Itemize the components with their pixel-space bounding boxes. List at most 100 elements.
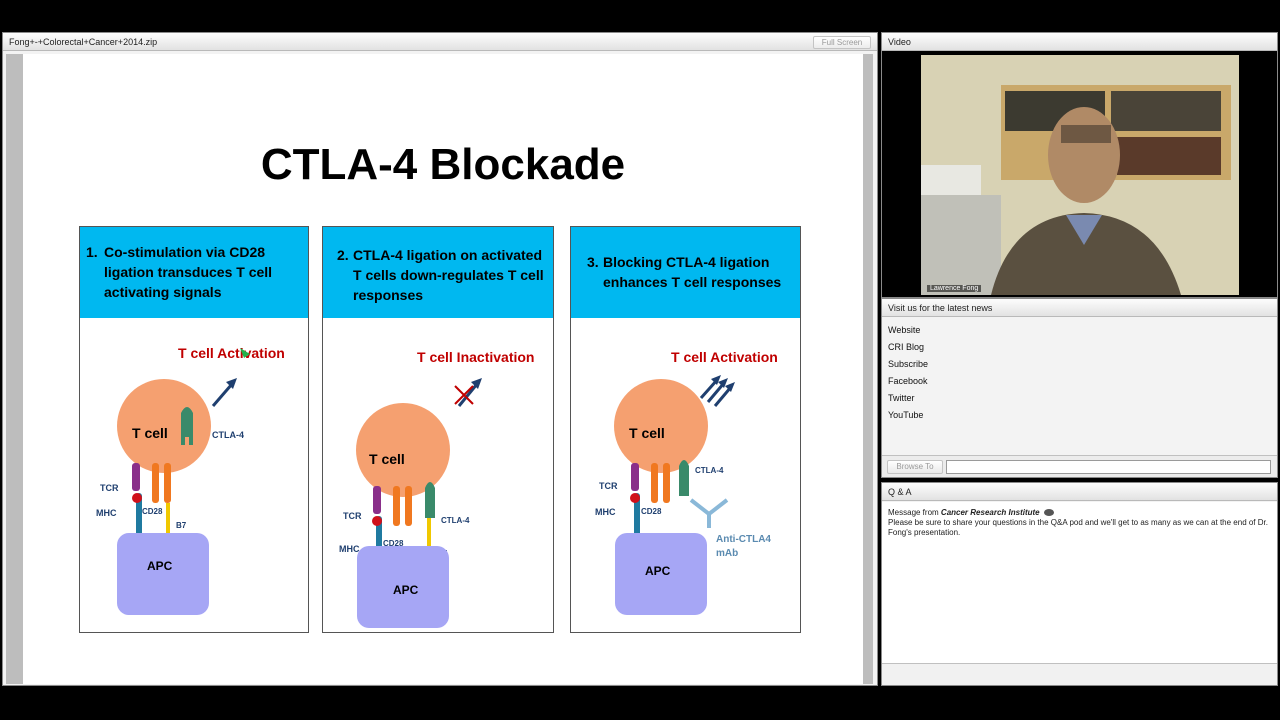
ctla4-receptor (181, 407, 193, 445)
webcam-image (921, 55, 1239, 295)
panel-3-diagram: T cell Activation T cell (595, 349, 778, 615)
cd28-label: CD28 (142, 507, 163, 516)
qa-from-prefix: Message from (888, 508, 939, 517)
apc-label: APC (147, 559, 173, 573)
activation-arrow (211, 383, 234, 407)
panel-3-header: 3. Blocking CTLA-4 ligation enhances T c… (571, 227, 800, 318)
activation-arrow (457, 383, 479, 407)
panel-3-number: 3. (587, 254, 599, 270)
mhc-molecule (136, 493, 142, 543)
cd28-label: CD28 (383, 539, 404, 548)
apc-cell (357, 546, 449, 628)
panel-1: 1. Co-stimulation via CD28 ligation tran… (79, 226, 309, 633)
activation-arrow-head-1 (711, 375, 721, 385)
mhc-molecule (634, 493, 640, 543)
activation-arrow-head-2 (718, 378, 728, 388)
mhc-label: MHC (96, 508, 117, 518)
mhc-label: MHC (339, 544, 360, 554)
activation-arrow-head (471, 378, 482, 389)
browse-to-button[interactable]: Browse To (887, 460, 943, 474)
cd28-receptor-left (152, 463, 159, 503)
qa-footer (882, 663, 1277, 685)
qa-pod: Q & A Message from Cancer Research Insti… (881, 482, 1278, 686)
inhibition-x-mark-2 (454, 385, 474, 405)
activation-arrow-head (226, 378, 237, 389)
qa-message-from: Message from Cancer Research Institute (888, 508, 1269, 518)
slide: CTLA-4 Blockade 1. Co-stimulation via CD… (23, 54, 863, 684)
news-footer: Browse To (882, 455, 1277, 477)
slide-title: CTLA-4 Blockade (260, 140, 626, 189)
ctla4-receptor (425, 482, 435, 518)
apc-label: APC (645, 564, 671, 578)
t-cell (356, 403, 450, 497)
t-cell (117, 379, 211, 473)
cursor-pointer-icon (240, 348, 250, 358)
b7-ligand (427, 518, 431, 560)
cd28-receptor-right (405, 486, 412, 526)
news-pod-header: Visit us for the latest news (882, 299, 1277, 317)
result-label: T cell Activation (671, 349, 778, 365)
panel-2: 2. CTLA-4 ligation on activated T cells … (322, 226, 554, 633)
news-link-facebook[interactable]: Facebook (888, 376, 928, 386)
t-cell-label: T cell (369, 451, 405, 467)
result-label: T cell Inactivation (417, 349, 534, 365)
panel-2-diagram: T cell Inactivation T cell (339, 349, 534, 628)
anti-ctla4-antibody (689, 498, 729, 528)
panel-2-text: CTLA-4 ligation on activated T cells dow… (353, 247, 544, 303)
b7-label: B7 (176, 521, 187, 530)
ctla4-label: CTLA-4 (212, 430, 244, 440)
panel-1-text: Co-stimulation via CD28 ligation transdu… (104, 244, 273, 300)
speech-bubble-icon (1043, 509, 1054, 517)
cd28-receptor-left (651, 463, 658, 503)
news-link-twitter[interactable]: Twitter (888, 393, 915, 403)
cd28-receptor-right (663, 463, 670, 503)
panel-3-text: Blocking CTLA-4 ligation enhances T cell… (603, 254, 782, 290)
tcr-label: TCR (599, 481, 618, 491)
result-label: T cell Activation (178, 345, 285, 361)
news-link-cri-blog[interactable]: CRI Blog (888, 342, 925, 352)
panel-2-number: 2. (337, 247, 349, 263)
activation-arrow-3 (713, 386, 733, 407)
tcr-label: TCR (100, 483, 119, 493)
panel-1-diagram: T cell Activation T cell CTLA-4 (96, 345, 285, 615)
video-pod: Video Lawrence Fong (881, 32, 1278, 298)
activation-arrow-head-3 (725, 382, 735, 392)
slide-pod-title: Fong+-+Colorectal+Cancer+2014.zip (9, 37, 158, 47)
slide-area: CTLA-4 Blockade 1. Co-stimulation via CD… (6, 54, 873, 684)
antigen (132, 493, 142, 503)
panel-1-header: 1. Co-stimulation via CD28 ligation tran… (80, 227, 308, 318)
video-pod-header: Video (882, 33, 1277, 51)
news-links-list: Website CRI Blog Subscribe Facebook Twit… (888, 324, 928, 426)
t-cell-label: T cell (629, 425, 665, 441)
antigen (372, 516, 382, 526)
b7-ligand (166, 503, 170, 543)
slide-pod: Fong+-+Colorectal+Cancer+2014.zip Full S… (2, 32, 878, 686)
qa-message: Message from Cancer Research Institute P… (888, 508, 1269, 538)
news-link-subscribe[interactable]: Subscribe (888, 359, 929, 369)
tcr-receptor (631, 463, 639, 491)
video-caption: Lawrence Fong (927, 285, 982, 292)
activation-arrow-1 (699, 379, 719, 399)
ctla4-label: CTLA-4 (441, 516, 470, 525)
tcr-receptor (132, 463, 140, 491)
t-cell (614, 379, 708, 473)
panel-2-header: 2. CTLA-4 ligation on activated T cells … (323, 227, 553, 318)
anti-ctla4-label: Anti-CTLA4 (716, 534, 771, 545)
t-cell-label: T cell (132, 425, 168, 441)
video-frame[interactable]: Lawrence Fong (921, 55, 1239, 295)
qa-from-name: Cancer Research Institute (940, 508, 1040, 517)
panel-1-number: 1. (86, 244, 98, 260)
qa-message-area: Message from Cancer Research Institute P… (882, 502, 1277, 663)
slide-pod-header: Fong+-+Colorectal+Cancer+2014.zip Full S… (3, 33, 877, 51)
panel-3: 3. Blocking CTLA-4 ligation enhances T c… (570, 226, 801, 633)
apc-cell (615, 533, 707, 615)
tcr-receptor (373, 486, 381, 514)
ctla4-label: CTLA-4 (695, 466, 724, 475)
news-link-website[interactable]: Website (888, 325, 921, 335)
full-screen-button[interactable]: Full Screen (813, 36, 871, 49)
browse-url-input[interactable] (946, 460, 1271, 474)
news-link-youtube[interactable]: YouTube (888, 410, 924, 420)
mhc-label: MHC (595, 507, 616, 517)
cd28-label: CD28 (641, 507, 662, 516)
